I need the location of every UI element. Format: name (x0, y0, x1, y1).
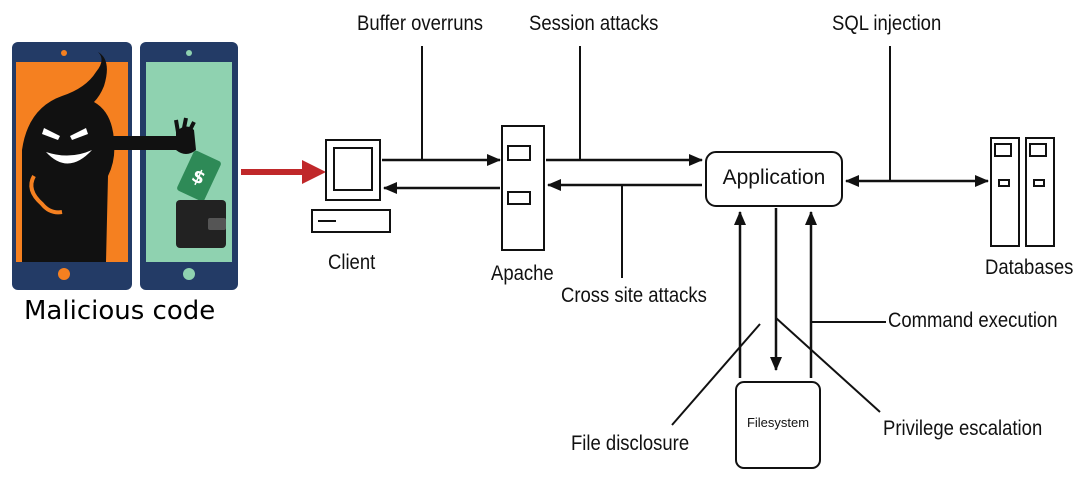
red-arrow-icon (241, 160, 326, 184)
devil-hand-icon (22, 52, 196, 262)
application-node (705, 151, 843, 207)
buffer-overruns-label: Buffer overruns (357, 12, 484, 35)
apache-label: Apache (491, 262, 554, 285)
flow-arrows (382, 154, 989, 378)
wallet-icon (176, 200, 226, 248)
malicious-code-caption: Malicious code (24, 296, 216, 326)
sql-injection-label: SQL injection (832, 12, 942, 35)
client-label: Client (328, 251, 376, 274)
attack-pointers (421, 46, 891, 426)
client-computer-icon (311, 139, 391, 233)
databases-label: Databases (985, 256, 1074, 279)
session-attacks-label: Session attacks (529, 12, 659, 35)
application-label: Application (722, 166, 826, 189)
privilege-escalation-label: Privilege escalation (883, 417, 1043, 440)
file-disclosure-pointer (671, 323, 761, 426)
cross-site-attacks-label: Cross site attacks (561, 284, 707, 307)
privilege-escalation-pointer (775, 317, 881, 413)
apache-server-icon (501, 125, 545, 251)
file-disclosure-label: File disclosure (571, 432, 690, 455)
money-icon: $ (177, 150, 221, 202)
command-execution-label: Command execution (888, 309, 1058, 332)
databases-icon (990, 137, 1055, 247)
malicious-code-illustration: $ (12, 42, 326, 290)
filesystem-node (735, 381, 821, 469)
filesystem-label: Filesystem (746, 415, 810, 430)
